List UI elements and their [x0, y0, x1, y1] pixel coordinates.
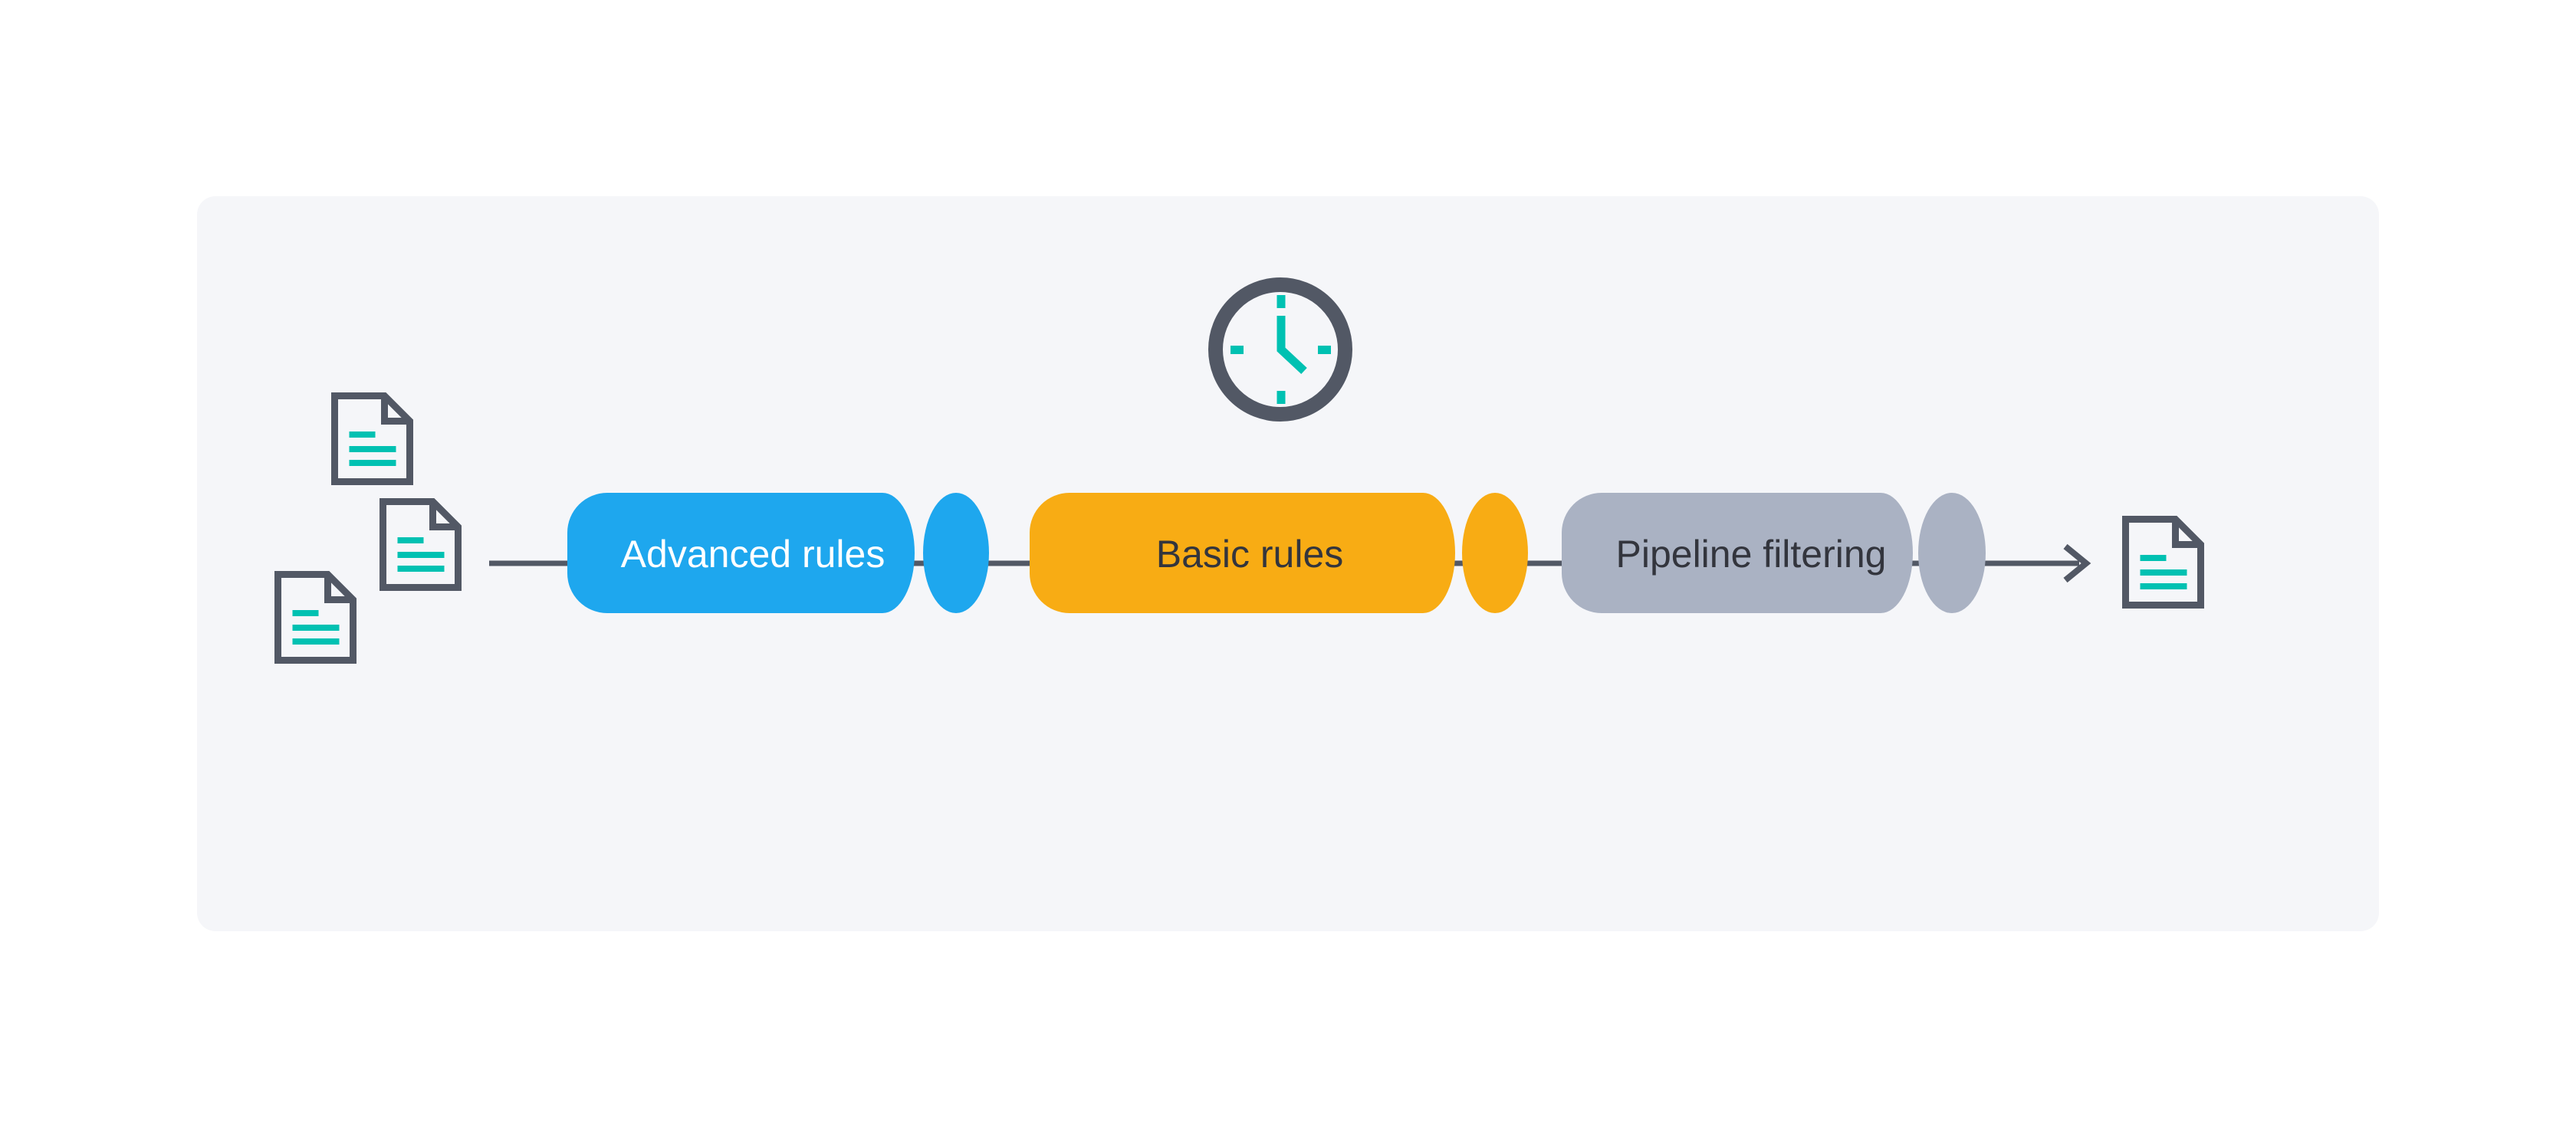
stage-label: Advanced rules	[621, 533, 886, 576]
clock-tick-12	[1276, 295, 1286, 308]
stage-pipeline-filtering: Pipeline filtering	[1562, 493, 1986, 613]
stage-label: Pipeline filtering	[1616, 533, 1887, 576]
cylinder-cap	[923, 493, 989, 613]
cylinder-body	[1030, 493, 1455, 613]
cylinder-cap	[1462, 493, 1528, 613]
cylinder-body	[567, 493, 915, 613]
clock-tick-9	[1230, 346, 1244, 354]
cylinder-cap	[1918, 493, 1986, 613]
clock-tick-6	[1276, 391, 1286, 404]
clock-tick-3	[1318, 346, 1331, 354]
clock-hands	[1276, 316, 1307, 375]
arrow-right-icon	[2063, 543, 2091, 583]
stage-advanced-rules: Advanced rules	[567, 493, 989, 613]
cylinder-body	[1562, 493, 1913, 613]
stage-basic-rules: Basic rules	[1030, 493, 1528, 613]
stage-label: Basic rules	[1156, 533, 1344, 576]
clock-icon	[1208, 277, 1352, 422]
clock-ring	[1208, 277, 1352, 422]
